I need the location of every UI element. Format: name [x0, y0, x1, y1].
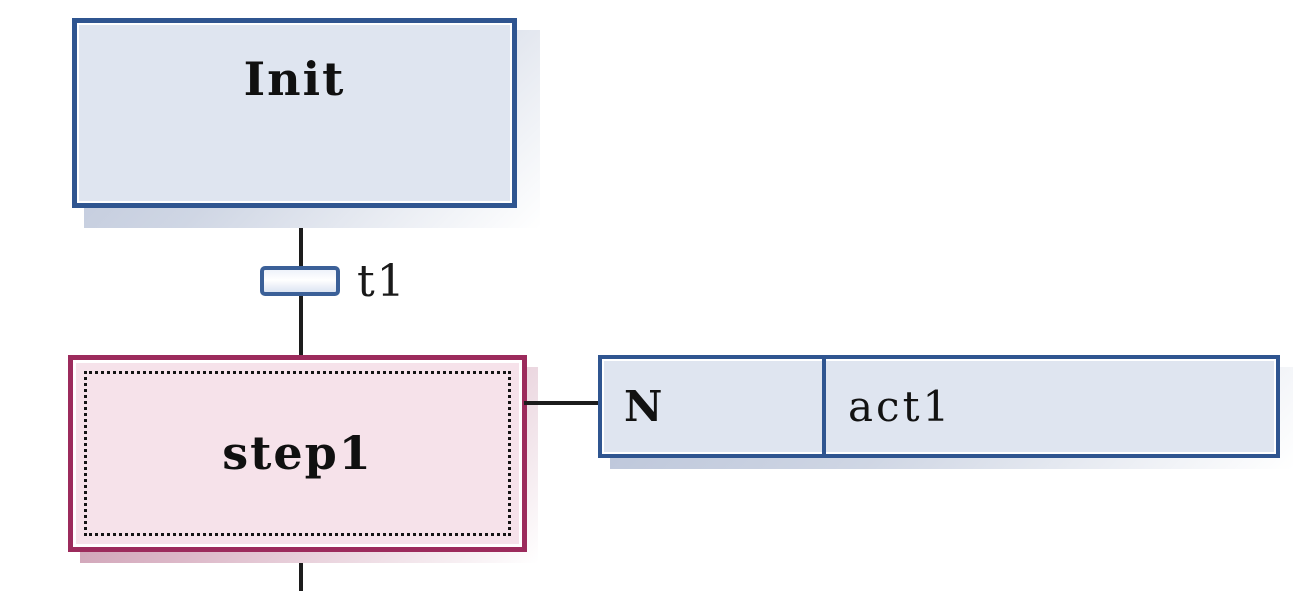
- action-block-step1[interactable]: N act1: [598, 355, 1280, 458]
- transition-rect-t1[interactable]: [260, 266, 340, 296]
- step-label-step1: step1: [222, 426, 373, 480]
- step-label-init: Init: [243, 52, 346, 106]
- action-name-cell[interactable]: act1: [848, 382, 953, 431]
- step-box-step1[interactable]: step1: [68, 355, 527, 552]
- action-qualifier-cell[interactable]: N: [602, 359, 826, 454]
- step-box-init[interactable]: Init: [72, 18, 517, 208]
- transition-label-t1[interactable]: t1: [357, 256, 407, 307]
- connector-step1-downstream: [299, 548, 303, 591]
- connector-step1-to-action: [524, 401, 602, 405]
